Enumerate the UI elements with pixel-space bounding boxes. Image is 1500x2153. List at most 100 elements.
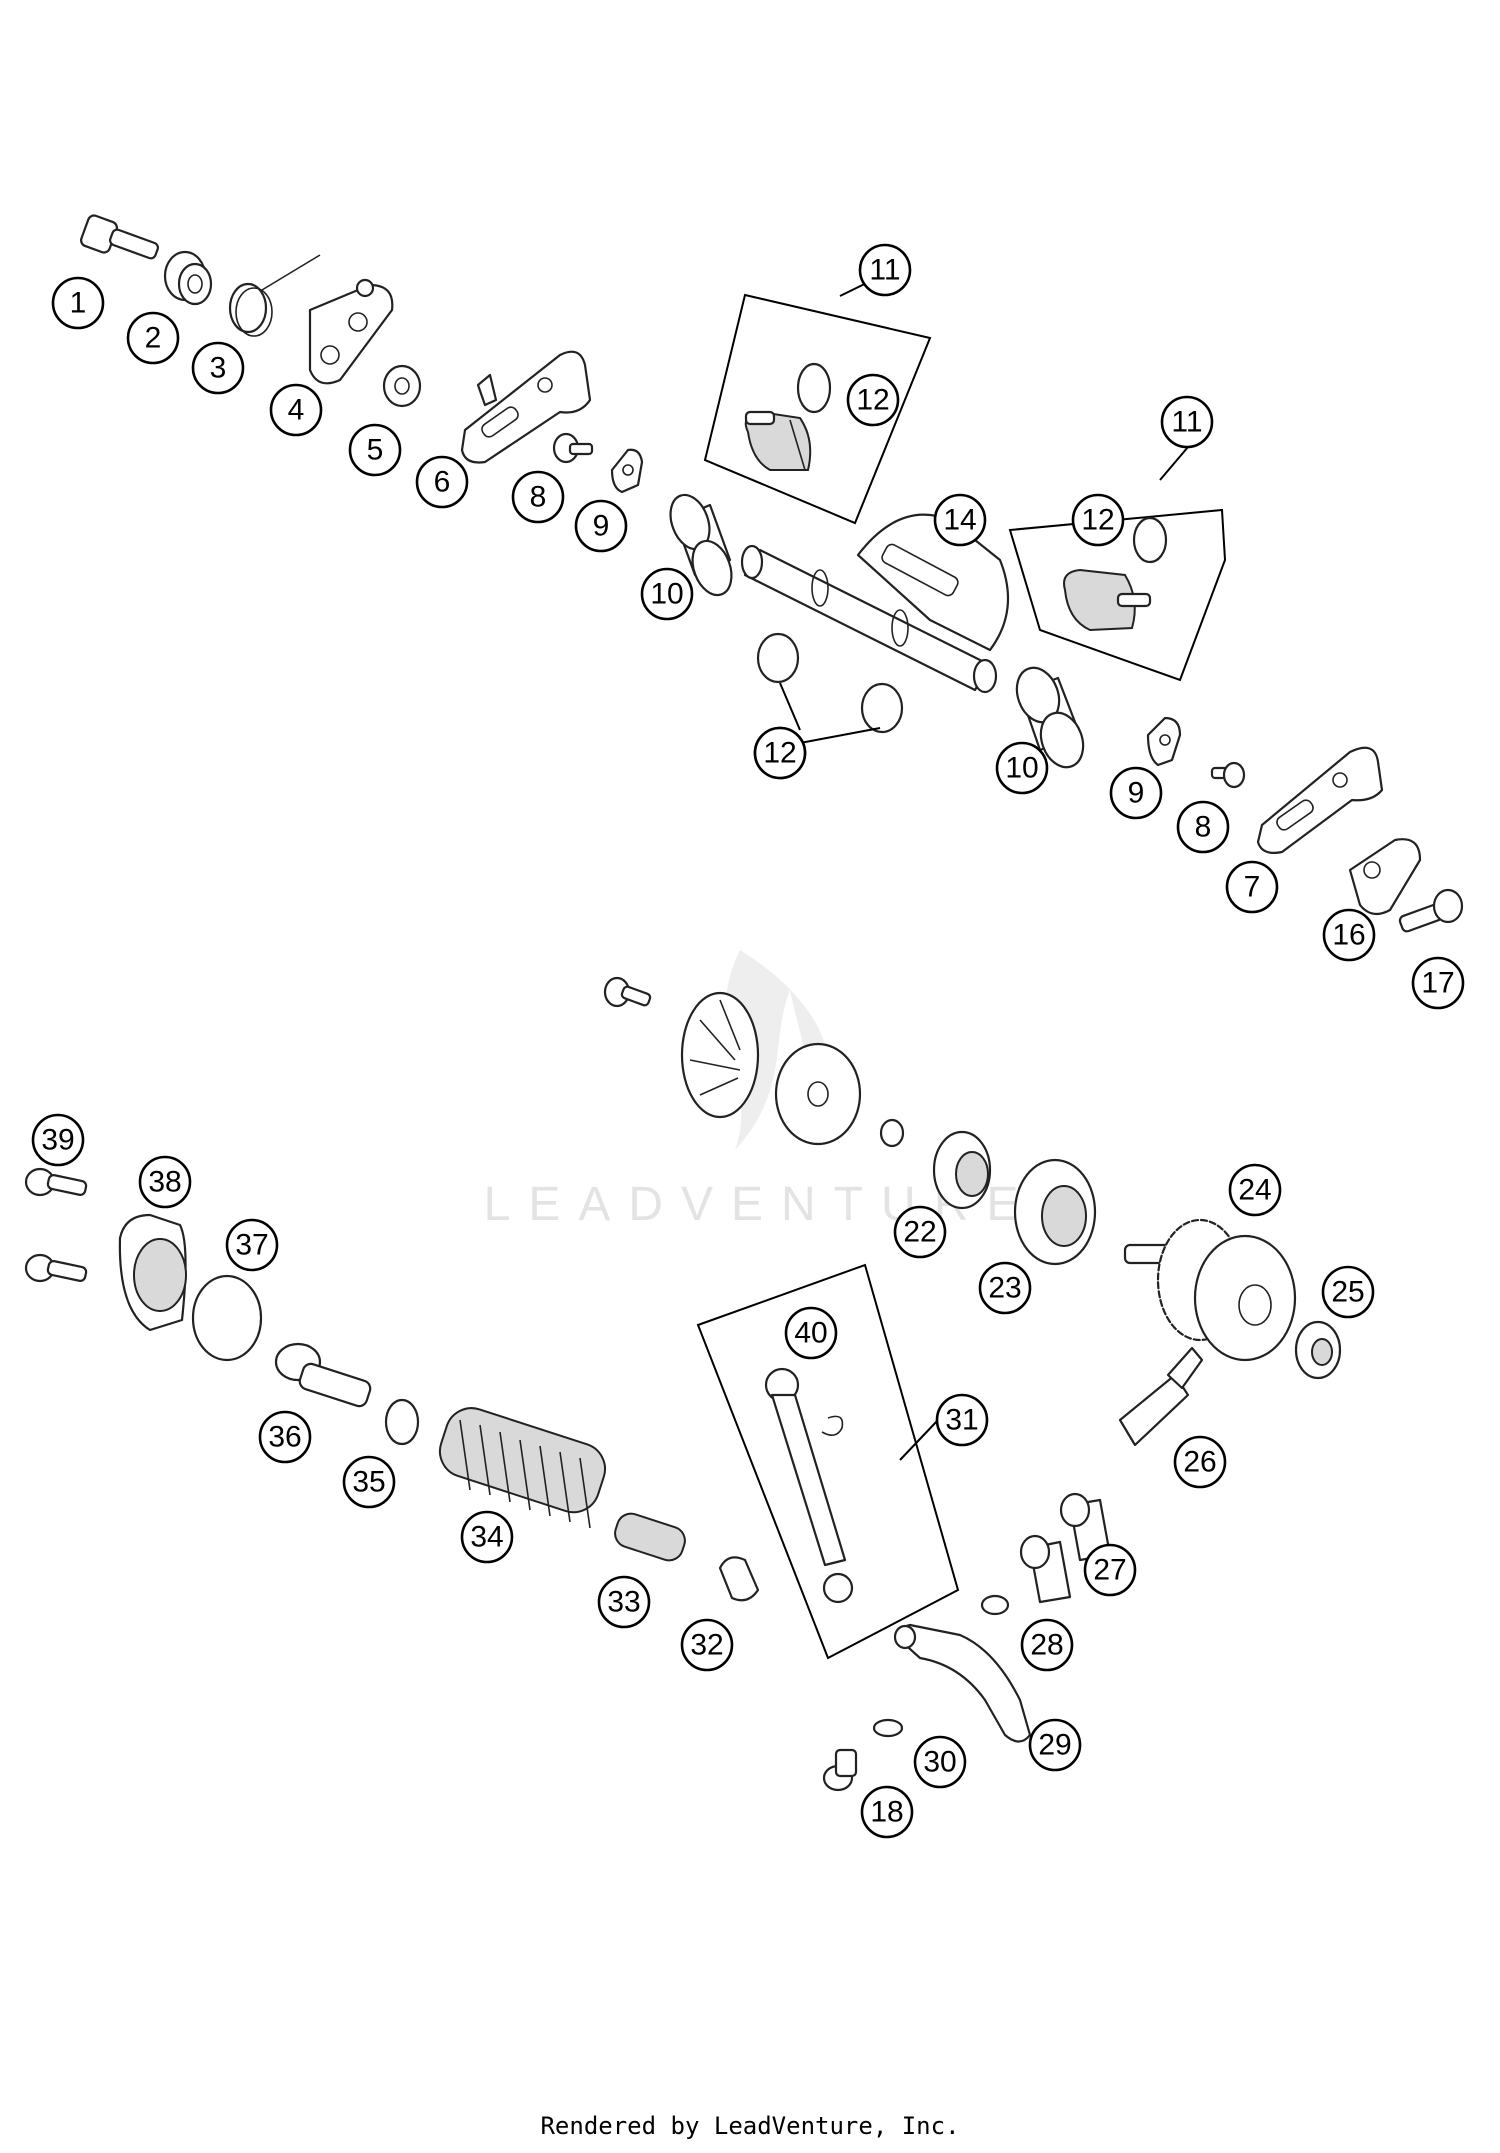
footer-credit: Rendered by LeadVenture, Inc. [540, 2112, 960, 2140]
callout-18: 18 [860, 1785, 914, 1839]
callout-10: 10 [995, 741, 1049, 795]
group-box [703, 293, 932, 525]
leader-line [779, 682, 801, 731]
pump-disc-part [774, 1042, 862, 1146]
needle-bearing-part [1019, 1534, 1072, 1604]
svg-text:32: 32 [690, 1629, 723, 1662]
svg-text:28: 28 [1030, 1629, 1063, 1662]
o-ring-part [1132, 516, 1168, 564]
control-lever-part [460, 350, 592, 464]
lever-plate-part [308, 278, 394, 385]
watermark-logo-icon [725, 950, 829, 1150]
bearing-part [1013, 1158, 1097, 1266]
small-spring-part [614, 1512, 686, 1562]
callout-14: 14 [933, 493, 987, 547]
leader-line [1159, 446, 1189, 481]
svg-text:35: 35 [352, 1466, 385, 1499]
svg-text:9: 9 [593, 510, 610, 543]
valve-shaft-part [740, 513, 1010, 694]
svg-text:6: 6 [434, 466, 451, 499]
svg-text:26: 26 [1183, 1446, 1216, 1479]
svg-text:22: 22 [903, 1216, 936, 1249]
svg-text:7: 7 [1244, 871, 1261, 904]
clip-part [610, 448, 644, 494]
svg-text:39: 39 [41, 1124, 74, 1157]
shift-shaft-part [274, 1342, 372, 1408]
callout-17: 17 [1411, 956, 1465, 1010]
svg-text:33: 33 [607, 1586, 640, 1619]
leader-line [899, 1419, 939, 1461]
callout-25: 25 [1321, 1265, 1375, 1319]
selector-rod-part [764, 1367, 854, 1604]
callout-22: 22 [893, 1205, 947, 1259]
callout-10: 10 [640, 567, 694, 621]
screw-part [822, 1748, 858, 1792]
svg-text:25: 25 [1331, 1276, 1364, 1309]
needle-bearing-part [1059, 1492, 1112, 1562]
lever-plate-part [1348, 838, 1422, 916]
svg-text:8: 8 [530, 481, 547, 514]
svg-text:23: 23 [988, 1272, 1021, 1305]
callout-31: 31 [935, 1393, 989, 1447]
svg-text:34: 34 [470, 1521, 503, 1554]
svg-text:27: 27 [1093, 1554, 1126, 1587]
callout-4: 4 [269, 383, 323, 437]
washer-part [384, 1398, 420, 1446]
svg-text:17: 17 [1421, 967, 1454, 1000]
gear-part [1123, 1218, 1297, 1362]
callout-7: 7 [1225, 860, 1279, 914]
callout-39: 39 [31, 1113, 85, 1167]
bolt-part [80, 214, 159, 260]
svg-text:10: 10 [1005, 752, 1038, 785]
svg-text:12: 12 [1081, 504, 1114, 537]
shaft-part [1118, 1346, 1204, 1447]
svg-text:30: 30 [923, 1746, 956, 1779]
bearing-part [932, 1130, 992, 1210]
compression-spring-part [438, 1407, 606, 1529]
svg-text:11: 11 [869, 254, 900, 287]
svg-text:29: 29 [1038, 1729, 1071, 1762]
impeller-part [680, 991, 760, 1119]
callout-5: 5 [348, 423, 402, 477]
svg-text:8: 8 [1195, 811, 1212, 844]
control-lever-part [1256, 746, 1384, 854]
callout-16: 16 [1322, 908, 1376, 962]
bolt-part [24, 1253, 88, 1283]
clip-part [1146, 716, 1182, 767]
circlip-part [821, 1415, 844, 1436]
callout-27: 27 [1083, 1543, 1137, 1597]
leader-line [799, 727, 881, 744]
callout-26: 26 [1173, 1435, 1227, 1489]
callout-35: 35 [342, 1455, 396, 1509]
svg-text:9: 9 [1128, 777, 1145, 810]
callout-33: 33 [597, 1575, 651, 1629]
svg-text:14: 14 [943, 504, 976, 537]
svg-text:12: 12 [763, 737, 796, 770]
bushing-part [163, 250, 213, 306]
group-box [696, 1263, 960, 1660]
callout-29: 29 [1028, 1718, 1082, 1772]
bolt-part [1398, 888, 1464, 933]
svg-text:1: 1 [70, 287, 87, 320]
svg-text:38: 38 [148, 1166, 181, 1199]
bolt-part [603, 976, 652, 1008]
washer-part [872, 1718, 904, 1738]
screw-part [552, 432, 594, 464]
housing-cover-part [118, 1213, 187, 1332]
callout-32: 32 [680, 1618, 734, 1672]
callout-12: 12 [1071, 493, 1125, 547]
screw-part [1210, 761, 1246, 789]
svg-text:18: 18 [870, 1796, 903, 1829]
svg-text:5: 5 [367, 434, 384, 467]
callout-40: 40 [784, 1306, 838, 1360]
svg-text:2: 2 [145, 322, 162, 355]
svg-text:10: 10 [650, 578, 683, 611]
callout-24: 24 [1228, 1163, 1282, 1217]
callout-28: 28 [1020, 1618, 1074, 1672]
callout-11: 11 [858, 243, 912, 297]
callout-9: 9 [1109, 766, 1163, 820]
valve-part [744, 410, 812, 471]
callout-2: 2 [126, 311, 180, 365]
svg-text:4: 4 [288, 394, 305, 427]
